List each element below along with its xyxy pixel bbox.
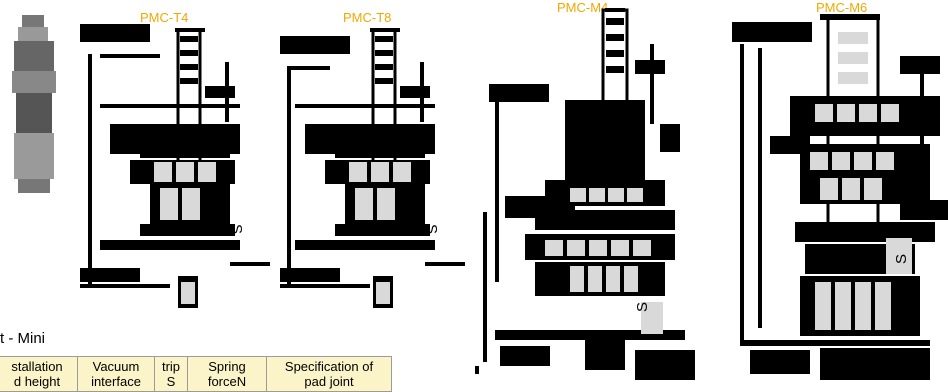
spec-table: stallation d height Vacuum interface tri… <box>0 356 392 392</box>
header-trip-s: trip S <box>154 356 188 392</box>
spec-table-header-row: stallation d height Vacuum interface tri… <box>0 356 392 392</box>
section-title: t - Mini <box>0 330 45 347</box>
drawing-pmc-m4: S <box>475 8 695 380</box>
header-installation-height-line1: stallation <box>11 359 63 374</box>
model-label-pmc-m6: PMC-M6 <box>816 0 868 15</box>
model-label-pmc-t8: PMC-T8 <box>343 10 392 25</box>
dimension-s-pmc-t4: S <box>228 224 245 234</box>
header-vacuum-interface-line1: Vacuum <box>92 359 140 374</box>
header-trip-s-line2: S <box>166 374 176 389</box>
header-pad-joint-spec-line1: Specification of <box>284 359 374 374</box>
header-spring-force-line2: forceN <box>207 374 247 389</box>
model-label-pmc-m4: PMC-M4 <box>557 0 609 15</box>
header-spring-force-line1: Spring <box>208 359 246 374</box>
header-trip-s-line1: trip <box>161 359 181 374</box>
header-pad-joint-spec-line2: pad joint <box>304 374 354 389</box>
header-vacuum-interface-line2: interface <box>91 374 141 389</box>
dimension-s-pmc-m4: S <box>634 302 651 312</box>
dimension-s-pmc-m6: S <box>893 254 910 264</box>
drawing-pmc-t4: S <box>80 24 270 308</box>
dimension-s-pmc-t8: S <box>423 224 440 234</box>
header-vacuum-interface: Vacuum interface <box>77 356 155 392</box>
header-spring-force: Spring forceN <box>187 356 267 392</box>
header-installation-height-line2: d height <box>13 374 61 389</box>
model-label-pmc-t4: PMC-T4 <box>140 10 189 25</box>
product-photo <box>12 15 56 193</box>
header-pad-joint-spec: Specification of pad joint <box>266 356 392 392</box>
drawing-pmc-m6: S <box>732 14 948 380</box>
header-installation-height: stallation d height <box>0 356 78 392</box>
drawing-pmc-t8: S <box>280 28 465 308</box>
